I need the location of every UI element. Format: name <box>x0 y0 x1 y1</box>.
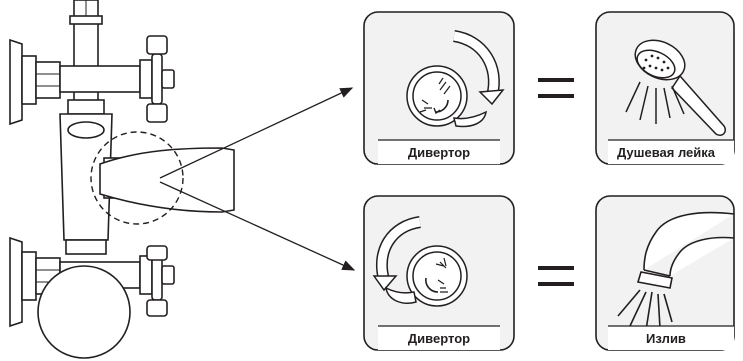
hand-shower-icon <box>625 39 727 137</box>
panel-bottom-diverter: Дивертор <box>363 195 515 351</box>
panel-label-shower-head: Душевая лейка <box>617 145 716 160</box>
arrow-to-shower <box>159 87 354 179</box>
panel-top-diverter: Дивертор <box>363 11 515 165</box>
diverter-clockwise-icon <box>406 30 505 128</box>
diverter-counterclockwise-icon <box>372 216 468 307</box>
spout-icon <box>617 211 735 331</box>
panel-shower-head: Душевая лейка <box>595 11 735 165</box>
arrow-to-spout <box>159 181 356 271</box>
equals-icon <box>538 78 574 98</box>
panel-label-bottom-diverter: Дивертор <box>408 331 470 346</box>
pointer-arrows <box>159 87 356 271</box>
panel-spout: Излив <box>595 195 735 351</box>
panel-label-spout: Излив <box>646 331 686 346</box>
panel-label-top-diverter: Дивертор <box>408 145 470 160</box>
wall-mixer-icon <box>9 0 235 359</box>
equals-icon <box>538 266 574 286</box>
